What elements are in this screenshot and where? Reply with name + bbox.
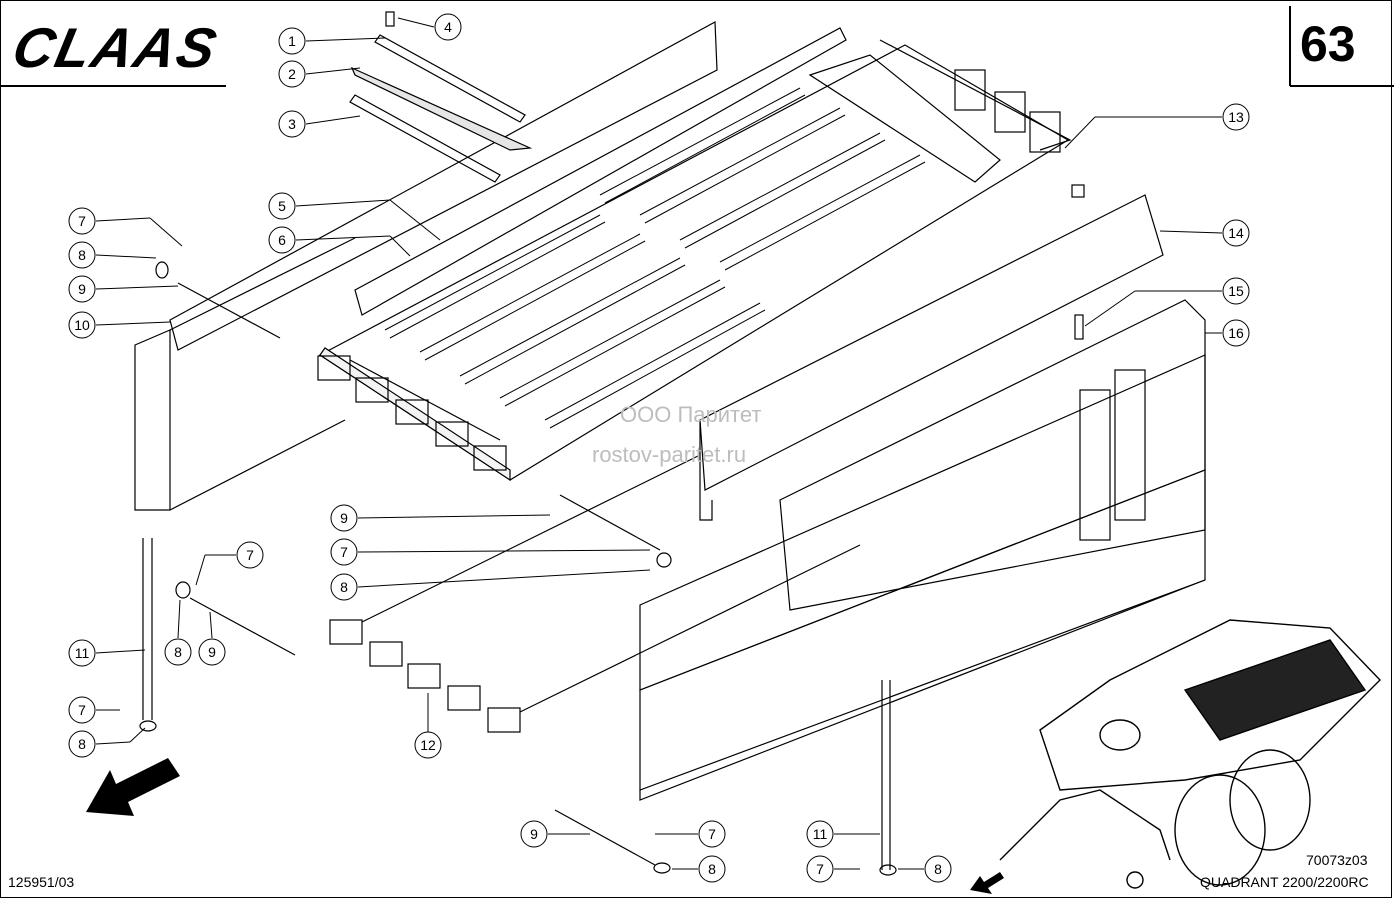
- callout-5: 5: [268, 192, 296, 220]
- callout-9: 9: [68, 275, 96, 303]
- svg-text:10: 10: [74, 317, 90, 333]
- svg-text:11: 11: [813, 826, 828, 842]
- callout-8: 8: [68, 241, 96, 269]
- callout-7-bottom-left: 7: [68, 696, 96, 724]
- callout-7-bottom: 7: [698, 820, 726, 848]
- callout-14: 14: [1222, 219, 1250, 247]
- svg-text:16: 16: [1228, 325, 1244, 341]
- callout-2: 2: [278, 60, 306, 88]
- callout-leaders: [95, 17, 1223, 870]
- direction-arrow-icon-small: [970, 872, 1004, 894]
- callout-11-right: 11: [806, 820, 834, 848]
- callout-8-mid: 8: [330, 573, 358, 601]
- svg-text:9: 9: [530, 826, 538, 842]
- svg-text:7: 7: [708, 826, 716, 842]
- svg-text:8: 8: [78, 736, 86, 752]
- callout-7: 7: [68, 207, 96, 235]
- callout-7-right: 7: [806, 855, 834, 883]
- svg-text:4: 4: [444, 19, 452, 35]
- callout-9-left: 9: [198, 638, 226, 666]
- watermark-url: rostov-paritet.ru: [592, 442, 747, 467]
- page-number: 63: [1300, 16, 1356, 72]
- svg-text:9: 9: [208, 644, 216, 660]
- svg-text:7: 7: [340, 544, 348, 560]
- watermark-company: ООО Паритет: [620, 402, 762, 427]
- callout-6: 6: [268, 226, 296, 254]
- callout-13: 13: [1222, 103, 1250, 131]
- svg-text:7: 7: [246, 547, 254, 563]
- baler-overview-thumbnail: [999, 619, 1381, 889]
- svg-text:8: 8: [934, 861, 942, 877]
- svg-text:9: 9: [340, 510, 348, 526]
- svg-text:14: 14: [1228, 225, 1244, 241]
- svg-text:2: 2: [288, 66, 296, 82]
- svg-text:8: 8: [78, 247, 86, 263]
- callout-8-left: 8: [164, 638, 192, 666]
- callout-10: 10: [68, 311, 96, 339]
- svg-text:3: 3: [288, 116, 296, 132]
- callout-8-bottom-left: 8: [68, 730, 96, 758]
- svg-text:12: 12: [420, 737, 436, 753]
- callout-7-mid: 7: [330, 538, 358, 566]
- svg-text:1: 1: [288, 33, 296, 49]
- svg-text:13: 13: [1228, 109, 1244, 125]
- svg-text:9: 9: [78, 281, 86, 297]
- svg-text:8: 8: [174, 644, 182, 660]
- document-code: 125951/03: [8, 874, 75, 890]
- callout-7-left: 7: [236, 541, 264, 569]
- callout-15: 15: [1222, 277, 1250, 305]
- callout-16: 16: [1222, 319, 1250, 347]
- callout-11-left: 11: [68, 639, 96, 667]
- callout-group: 1 2 3 4 5 6 7 8 9 10 13 14 15 16 9 7 8 7…: [68, 13, 1250, 883]
- exploded-assembly: [134, 11, 1206, 876]
- svg-text:8: 8: [708, 861, 716, 877]
- svg-text:5: 5: [278, 198, 286, 214]
- callout-9-bottom: 9: [520, 820, 548, 848]
- callout-3: 3: [278, 110, 306, 138]
- svg-text:7: 7: [78, 702, 86, 718]
- svg-text:15: 15: [1228, 283, 1244, 299]
- callout-12: 12: [414, 731, 442, 759]
- svg-text:6: 6: [278, 232, 286, 248]
- svg-text:11: 11: [75, 645, 90, 661]
- model-name: QUADRANT 2200/2200RC: [1200, 874, 1369, 890]
- callout-4: 4: [434, 13, 462, 41]
- callout-1: 1: [278, 27, 306, 55]
- svg-text:8: 8: [340, 579, 348, 595]
- direction-arrow-icon: [86, 758, 180, 816]
- svg-text:7: 7: [78, 213, 86, 229]
- callout-9-mid: 9: [330, 504, 358, 532]
- callout-8-bottom: 8: [698, 855, 726, 883]
- drawing-code: 70073z03: [1306, 852, 1368, 868]
- svg-text:7: 7: [816, 861, 824, 877]
- callout-8-right: 8: [924, 855, 952, 883]
